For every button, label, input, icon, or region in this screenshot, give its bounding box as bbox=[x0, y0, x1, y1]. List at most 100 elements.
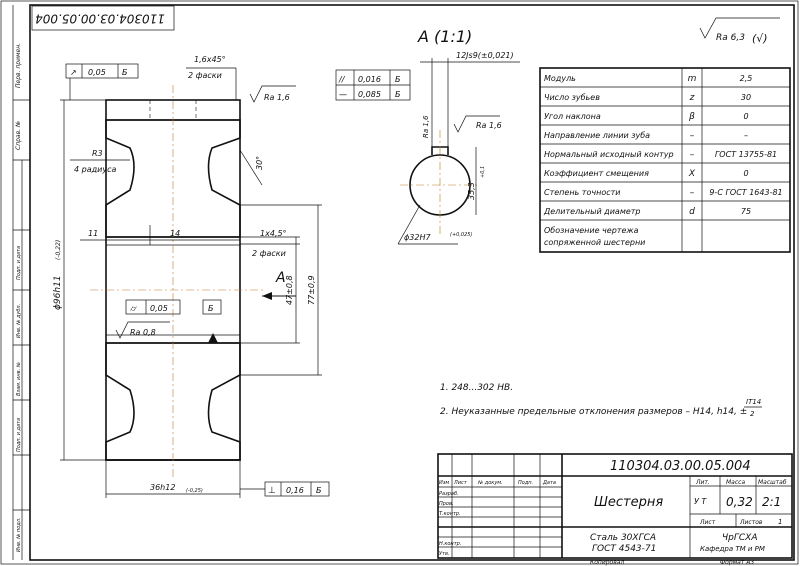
keyway-roughness-1: Ra 1,6 bbox=[422, 115, 430, 138]
tb-org-2: Кафедра ТМ и РМ bbox=[700, 545, 765, 553]
perp-value: 0,16 bbox=[286, 486, 304, 495]
parallelism-frames: // — 0,016 0,085 Б Б bbox=[335, 69, 411, 101]
par-datum-1: Б bbox=[395, 75, 401, 84]
par-symbol-2: — bbox=[339, 90, 347, 99]
dim-11: 11 bbox=[88, 229, 98, 238]
param-value: 9-С ГОСТ 1643-81 bbox=[709, 188, 782, 197]
margin-label-5: Взам. инв. № bbox=[16, 362, 22, 396]
tb-role-approve: Утв. bbox=[439, 551, 450, 557]
tb-role-tcontrol: Т.контр. bbox=[439, 511, 461, 517]
bore-tol: (+0,025) bbox=[450, 232, 472, 238]
chamfer-top: 1,6x45° bbox=[194, 55, 226, 64]
param-value: 75 bbox=[741, 207, 751, 216]
runout-value: 0,05 bbox=[150, 304, 168, 313]
tb-role-check: Пров. bbox=[439, 501, 454, 507]
width-tol: (-0,25) bbox=[186, 488, 203, 494]
param-symbol: d bbox=[689, 207, 695, 217]
title-block: 110304.03.00.05.004 Шестерня Сталь 30ХГС… bbox=[437, 453, 793, 566]
param-name-line2: сопряженной шестерни bbox=[544, 238, 645, 247]
param-value: 30 bbox=[741, 93, 751, 102]
param-symbol: – bbox=[690, 150, 695, 160]
note-2: 2. Неуказанные предельные отклонения раз… bbox=[440, 407, 747, 417]
datum-b-label: Б bbox=[208, 304, 214, 313]
gear-main-view: ϕ96h11 (-0,22) 47±0,8 77±0,9 11 14 R3 4 … bbox=[53, 55, 330, 498]
param-value: 0 bbox=[743, 169, 748, 178]
param-name: Коэффициент смещения bbox=[544, 169, 649, 178]
runout-top-value: 0,05 bbox=[88, 68, 106, 77]
margin-label-1: Перв. примен. bbox=[15, 43, 22, 88]
param-value: ГОСТ 13755-81 bbox=[715, 150, 777, 159]
margin-label-3: Подп. и дата bbox=[16, 246, 22, 280]
mirror-doc-number: 110304.03.00.05.004 bbox=[31, 5, 175, 31]
par-value-2: 0,085 bbox=[358, 90, 381, 99]
keyway-roughness-2: Ra 1,6 bbox=[476, 121, 502, 130]
dim-outer-dia: ϕ96h11 bbox=[53, 275, 63, 310]
view-arrow-label: A bbox=[275, 270, 286, 286]
param-value: – bbox=[744, 131, 748, 140]
param-name: Нормальный исходный контур bbox=[544, 150, 674, 159]
tb-sheets-count: 1 bbox=[778, 518, 782, 526]
runout-top-datum: Б bbox=[122, 68, 128, 77]
tb-org-1: ЧрГСХА bbox=[722, 533, 758, 543]
keyway-depth: 35,3 bbox=[467, 182, 476, 200]
radius-note: 4 радиуса bbox=[74, 165, 116, 174]
param-symbol: – bbox=[690, 188, 695, 198]
general-roughness-check: (√) bbox=[752, 32, 768, 45]
margin-label-4: Инв. № дубл. bbox=[16, 304, 22, 338]
tb-row-date: Дата bbox=[542, 480, 556, 486]
tb-scale: 2:1 bbox=[762, 495, 781, 509]
tb-sheets: Листов bbox=[739, 519, 763, 526]
tb-designation: 110304.03.00.05.004 bbox=[610, 459, 751, 474]
section-title: A (1:1) bbox=[417, 27, 472, 46]
param-name: Делительный диаметр bbox=[543, 207, 641, 216]
tb-part-name: Шестерня bbox=[594, 495, 663, 510]
param-name: Число зубьев bbox=[544, 93, 600, 102]
tb-mass: 0,32 bbox=[726, 495, 753, 509]
perp-datum: Б bbox=[316, 486, 322, 495]
keyway-depth-tol: +0,1 bbox=[480, 166, 486, 178]
dim-77: 77±0,9 bbox=[307, 275, 316, 305]
tb-lit-value: У Т bbox=[694, 497, 707, 506]
param-symbol: z bbox=[689, 93, 695, 103]
general-roughness-text: Ra 6,3 bbox=[716, 33, 745, 43]
note-fraction-num: IT14 bbox=[746, 398, 761, 406]
param-value: 2,5 bbox=[740, 74, 753, 83]
note-fraction-den: 2 bbox=[750, 410, 755, 418]
tb-row-izm: Изм bbox=[439, 480, 449, 486]
tb-material-2: ГОСТ 4543-71 bbox=[592, 544, 656, 554]
roughness-side: Ra 1,6 bbox=[264, 93, 290, 102]
dim-14: 14 bbox=[170, 229, 180, 238]
chamfer-mid: 1x4,5° bbox=[260, 229, 287, 238]
params-table-frame bbox=[539, 67, 791, 253]
tb-role-ncontrol: Н.контр. bbox=[439, 541, 461, 547]
param-symbol: X bbox=[688, 169, 696, 179]
bore-dia: ϕ32H7 bbox=[404, 233, 431, 242]
perp-symbol: ⊥ bbox=[268, 486, 276, 496]
param-name: Направление линии зуба bbox=[544, 131, 650, 140]
note-1: 1. 248...302 HB. bbox=[440, 383, 513, 393]
param-symbol: m bbox=[688, 74, 697, 84]
param-name: Степень точности bbox=[544, 188, 620, 197]
param-name: Угол наклона bbox=[544, 112, 601, 121]
param-value: 0 bbox=[743, 112, 748, 121]
section-a-view: A (1:1) 12Js9(±0,021) Ra 1,6 Ra 1,6 35,3… bbox=[397, 27, 520, 245]
tb-col-lit: Лит. bbox=[695, 479, 710, 486]
runout-symbol: ⌭ bbox=[130, 304, 137, 313]
angle-30: 30° bbox=[255, 156, 264, 170]
tb-col-mass: Масса bbox=[726, 479, 745, 486]
tb-row-list: Лист bbox=[453, 480, 468, 486]
margin-label-7: Инв. № подл. bbox=[16, 518, 22, 553]
par-datum-2: Б bbox=[395, 90, 401, 99]
mirror-doc-number-text: 110304.03.00.05.004 bbox=[35, 12, 165, 26]
param-name: Обозначение чертежа bbox=[544, 226, 639, 235]
drawing-frame bbox=[29, 4, 795, 561]
dim-outer-dia-tol: (-0,22) bbox=[55, 240, 62, 260]
tb-sheet: Лист bbox=[699, 519, 716, 526]
general-roughness: Ra 6,3 (√) bbox=[699, 17, 780, 45]
tb-row-sign: Подп. bbox=[518, 480, 533, 486]
runout-top-symbol: ↗ bbox=[70, 68, 77, 77]
par-symbol-1: // bbox=[338, 75, 346, 84]
